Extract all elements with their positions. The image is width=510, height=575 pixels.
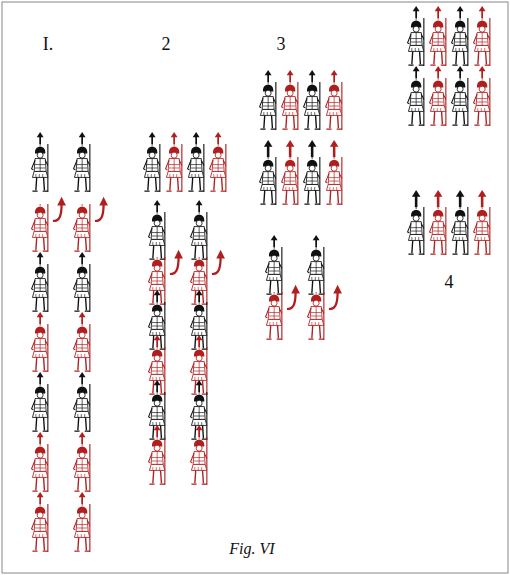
pikeman — [74, 372, 90, 432]
pikeman — [149, 200, 165, 260]
pikeman — [32, 432, 48, 492]
pikeman — [474, 66, 490, 126]
pikeman — [74, 252, 90, 312]
formation-one — [32, 132, 108, 552]
pikeman — [326, 140, 342, 205]
wheel-arrow — [287, 285, 300, 309]
pikeman — [474, 6, 490, 66]
pikeman — [430, 6, 446, 66]
pikeman — [32, 132, 48, 192]
figure-caption: Fig. VI — [229, 541, 274, 557]
pikeman — [166, 132, 182, 192]
formation-three — [260, 70, 342, 340]
pikeman — [74, 132, 90, 192]
pikeman — [74, 312, 90, 372]
wheel-arrow — [170, 250, 183, 274]
pikeman — [282, 140, 298, 205]
pikeman — [308, 292, 324, 340]
pikeman — [408, 6, 424, 66]
pikeman — [260, 140, 276, 205]
pikeman — [266, 235, 282, 295]
pikeman — [282, 70, 298, 130]
pikeman — [32, 492, 48, 552]
pikeman — [191, 200, 207, 260]
pikeman — [304, 70, 320, 130]
wheel-arrow — [53, 197, 66, 221]
pikeman — [32, 372, 48, 432]
pikeman — [266, 292, 282, 340]
pikeman — [308, 235, 324, 295]
wheel-arrow — [212, 250, 225, 274]
pikeman — [474, 190, 490, 255]
formation-number: I. — [43, 35, 54, 53]
pikeman — [74, 432, 90, 492]
pikeman — [191, 425, 207, 485]
pikeman — [304, 140, 320, 205]
wheel-arrow — [95, 197, 108, 221]
pikeman — [452, 190, 468, 255]
wheel-arrow — [329, 285, 342, 309]
pikeman — [326, 70, 342, 130]
formation-four — [408, 6, 490, 255]
pikeman — [149, 425, 165, 485]
formation-number: 3 — [277, 35, 286, 53]
pikeman — [452, 6, 468, 66]
pikeman — [452, 66, 468, 126]
pikeman — [32, 312, 48, 372]
pikeman — [430, 66, 446, 126]
pikeman — [408, 190, 424, 255]
pikeman — [32, 252, 48, 312]
pikeman — [260, 70, 276, 130]
pikeman — [74, 204, 90, 252]
pikeman — [74, 492, 90, 552]
formation-number: 4 — [445, 273, 454, 291]
pikeman — [430, 190, 446, 255]
pikeman — [188, 132, 204, 192]
pikeman — [32, 204, 48, 252]
pikeman — [144, 132, 160, 192]
formation-number: 2 — [162, 35, 171, 53]
pikeman — [408, 66, 424, 126]
formation-two — [144, 132, 226, 485]
pikeman — [210, 132, 226, 192]
